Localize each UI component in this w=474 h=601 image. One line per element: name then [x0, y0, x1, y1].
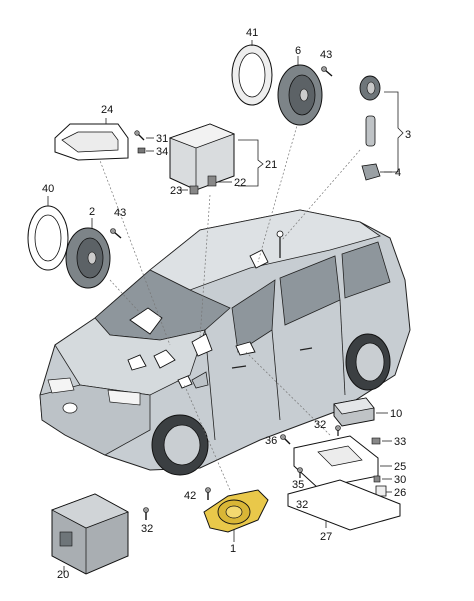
label-23: 23: [170, 185, 182, 197]
part-41-speaker-ring[interactable]: [231, 40, 273, 106]
label-30: 30: [394, 474, 406, 486]
mark-tweeter: [177, 375, 193, 389]
label-40: 40: [42, 183, 54, 195]
part-10-module[interactable]: [333, 397, 388, 427]
part-43-screw-top[interactable]: [321, 66, 333, 77]
part-33-nut[interactable]: [371, 437, 392, 445]
part-36-screw[interactable]: [280, 434, 291, 445]
part-6-speaker[interactable]: [277, 56, 323, 126]
part-32-screw-c[interactable]: [143, 507, 149, 521]
mark-dash-speaker-right: [191, 333, 213, 357]
part-20-control-unit[interactable]: [51, 493, 129, 575]
label-20: 20: [57, 569, 69, 581]
part-23-plug[interactable]: [178, 185, 199, 195]
label-3: 3: [405, 129, 411, 141]
mark-door-speaker: [153, 349, 176, 369]
label-10: 10: [390, 408, 402, 420]
label-36: 36: [265, 435, 277, 447]
part-26-bracket[interactable]: [375, 485, 392, 497]
part-25-mounting-plate[interactable]: [293, 435, 392, 489]
label-31: 31: [156, 133, 168, 145]
mark-dash-speaker-left: [129, 307, 163, 335]
part-43-screw-left[interactable]: [110, 228, 122, 239]
mark-front-door: [127, 354, 147, 371]
callout-labels: 41 6 43 3 4 24 31 34 21 22 23 40 2 43 10…: [42, 27, 411, 581]
label-32-a: 32: [314, 419, 326, 431]
part-34-clip[interactable]: [137, 147, 154, 154]
label-24: 24: [101, 104, 113, 116]
label-32-b: 32: [296, 499, 308, 511]
part-24-bracket[interactable]: [54, 118, 129, 161]
part-22-connector[interactable]: [207, 175, 232, 187]
label-42: 42: [184, 490, 196, 502]
label-26: 26: [394, 487, 406, 499]
label-33: 33: [394, 436, 406, 448]
part-32-screw-a[interactable]: [335, 425, 341, 437]
label-43-top: 43: [320, 49, 332, 61]
label-27: 27: [320, 531, 332, 543]
label-1: 1: [230, 543, 236, 555]
part-32-screw-b[interactable]: [297, 467, 303, 479]
part-42-screw[interactable]: [205, 487, 211, 501]
label-32-c: 32: [141, 523, 153, 535]
part-40-speaker-ring[interactable]: [27, 196, 69, 271]
label-4: 4: [395, 167, 401, 179]
label-35: 35: [292, 479, 304, 491]
part-1-speaker-highlighted[interactable]: [203, 489, 269, 542]
part-21-amplifier[interactable]: [168, 123, 264, 191]
label-43-left: 43: [114, 207, 126, 219]
part-27-carrier[interactable]: [287, 479, 401, 531]
label-2: 2: [89, 206, 95, 218]
part-2-speaker[interactable]: [65, 218, 111, 289]
mark-rear-door: [235, 341, 256, 356]
label-6: 6: [295, 45, 301, 57]
label-22: 22: [234, 177, 246, 189]
part-30-clip[interactable]: [373, 475, 392, 483]
car-illustration: [39, 209, 411, 476]
label-25: 25: [394, 461, 406, 473]
label-34: 34: [156, 146, 168, 158]
part-3-tweeter-assembly[interactable]: [359, 75, 404, 181]
leader-lines: [95, 114, 361, 491]
label-41: 41: [246, 27, 258, 39]
label-21: 21: [265, 159, 277, 171]
part-31-screw[interactable]: [134, 130, 154, 141]
